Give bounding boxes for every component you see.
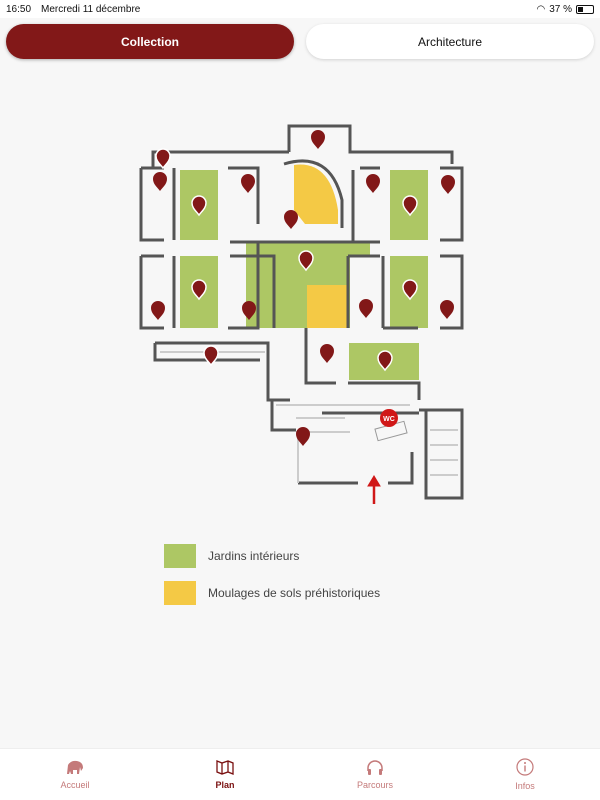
- map-pin-icon[interactable]: [359, 299, 373, 318]
- map-pin-icon[interactable]: [296, 427, 310, 446]
- map-pin-icon[interactable]: [191, 279, 207, 301]
- wc-icon: WC: [380, 409, 398, 427]
- tab-accueil[interactable]: Accueil: [0, 749, 150, 800]
- tab-collection[interactable]: Collection: [6, 24, 294, 59]
- map-pin-icon[interactable]: [155, 148, 171, 170]
- map-pin-icon[interactable]: [440, 300, 454, 319]
- map-pin-icon[interactable]: [320, 344, 334, 363]
- status-time: 16:50: [6, 3, 32, 15]
- tab-plan[interactable]: Plan: [150, 749, 300, 800]
- wifi-icon: ◠: [536, 3, 546, 15]
- map-pin-icon[interactable]: [242, 301, 256, 320]
- tab-label: Accueil: [60, 780, 90, 790]
- map-pin-icon[interactable]: [203, 345, 219, 367]
- map-icon: [216, 760, 234, 775]
- map-pin-icon[interactable]: [153, 172, 167, 191]
- tab-bar: Accueil Plan Parcours Infos: [0, 748, 600, 800]
- tab-architecture[interactable]: Architecture: [306, 24, 594, 59]
- tab-label: Parcours: [356, 780, 393, 790]
- legend-item-gardens: Jardins intérieurs: [164, 544, 299, 568]
- wc-label: WC: [383, 416, 395, 423]
- legend-item-casts: Moulages de sols préhistoriques: [164, 581, 380, 605]
- tab-infos[interactable]: Infos: [450, 749, 600, 800]
- map-pin-icon[interactable]: [377, 350, 393, 372]
- map-pin-icon[interactable]: [151, 301, 165, 320]
- info-icon: [516, 758, 534, 776]
- legend-label: Moulages de sols préhistoriques: [208, 586, 381, 600]
- cast-areas: [294, 164, 347, 328]
- battery-percent: 37 %: [549, 3, 572, 15]
- legend-swatch-yellow: [164, 581, 196, 605]
- map-pin-icon[interactable]: [241, 174, 255, 193]
- tab-parcours[interactable]: Parcours: [300, 749, 450, 800]
- floor-plan: WC: [139, 124, 464, 504]
- tab-label: Plan: [215, 780, 235, 790]
- map-pins: [151, 130, 455, 446]
- map-pin-icon[interactable]: [366, 174, 380, 193]
- walls: [139, 124, 464, 500]
- map-pin-icon[interactable]: [402, 279, 418, 301]
- map-pin-icon[interactable]: [298, 250, 314, 272]
- mammoth-icon: [67, 760, 83, 774]
- legend-swatch-green: [164, 544, 196, 568]
- tab-label: Infos: [515, 781, 535, 791]
- map-pin-icon[interactable]: [440, 174, 455, 194]
- headphones-icon: [367, 760, 383, 775]
- status-date: Mercredi 11 décembre: [41, 3, 141, 15]
- map-pin-icon[interactable]: [191, 195, 207, 217]
- map-pin-icon[interactable]: [402, 195, 418, 217]
- map-pin-icon[interactable]: [311, 130, 325, 149]
- battery-icon: [576, 4, 594, 14]
- map-pin-icon[interactable]: [284, 210, 298, 229]
- status-bar: 16:50 Mercredi 11 décembre ◠ 37 %: [0, 0, 600, 18]
- legend-label: Jardins intérieurs: [208, 549, 300, 563]
- entrance-arrow-icon: [367, 475, 381, 504]
